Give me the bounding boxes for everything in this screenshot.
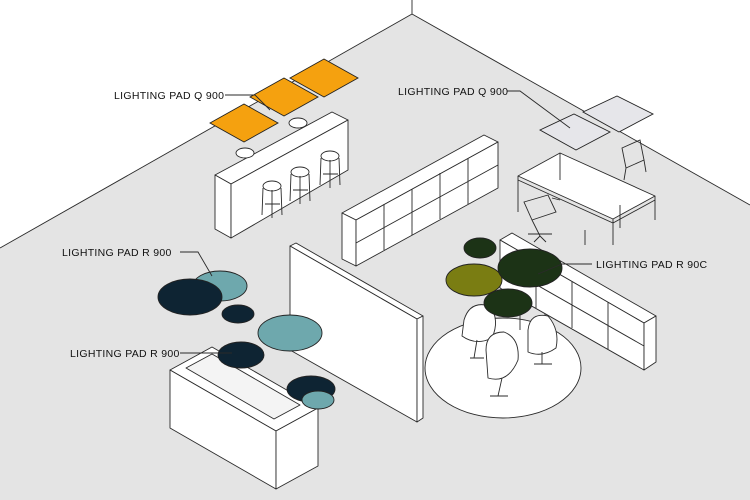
orange-pad <box>289 58 359 98</box>
dark-green-round-pad <box>483 288 533 318</box>
lighting-pads-r-right <box>445 237 563 318</box>
lounge-chairs <box>461 304 558 397</box>
lighting-pads-r-left <box>157 270 336 410</box>
label-lighting-pad-q-left: LIGHTING PAD Q 900 <box>114 90 224 102</box>
bar-stool <box>261 180 283 218</box>
floor-edge-left <box>0 13 413 249</box>
teal-round-pad <box>301 390 335 410</box>
label-lighting-pad-r-lower-left: LIGHTING PAD R 900 <box>70 348 180 360</box>
bar-counter <box>214 111 349 239</box>
office-chair <box>621 139 647 181</box>
floor-edge-right <box>411 13 750 206</box>
center-shelf <box>341 134 499 267</box>
grey-pad <box>582 95 654 133</box>
egg-chair <box>461 304 496 342</box>
bar-stool <box>319 150 341 188</box>
egg-chair <box>485 331 519 380</box>
grey-pad <box>539 113 611 151</box>
dark-green-round-pad <box>497 248 563 288</box>
orange-pad <box>209 103 279 143</box>
label-lighting-pad-q-right: LIGHTING PAD Q 900 <box>398 86 508 98</box>
dark-green-round-pad <box>463 237 497 259</box>
navy-round-pad <box>157 278 223 316</box>
navy-round-pad <box>221 304 255 324</box>
desk-group <box>517 139 656 245</box>
teal-round-pad <box>257 314 323 352</box>
label-lighting-pad-r-right: LIGHTING PAD R 90C <box>596 259 708 271</box>
navy-round-pad <box>217 341 265 369</box>
office-chair <box>523 194 561 243</box>
olive-round-pad <box>445 263 503 297</box>
bar-stool <box>289 166 311 204</box>
leader-lines <box>180 90 592 354</box>
egg-chair <box>527 314 558 355</box>
label-lighting-pad-r-upper-left: LIGHTING PAD R 900 <box>62 247 172 259</box>
bar-stools <box>235 117 341 218</box>
lighting-pads-q-grey <box>539 95 654 151</box>
